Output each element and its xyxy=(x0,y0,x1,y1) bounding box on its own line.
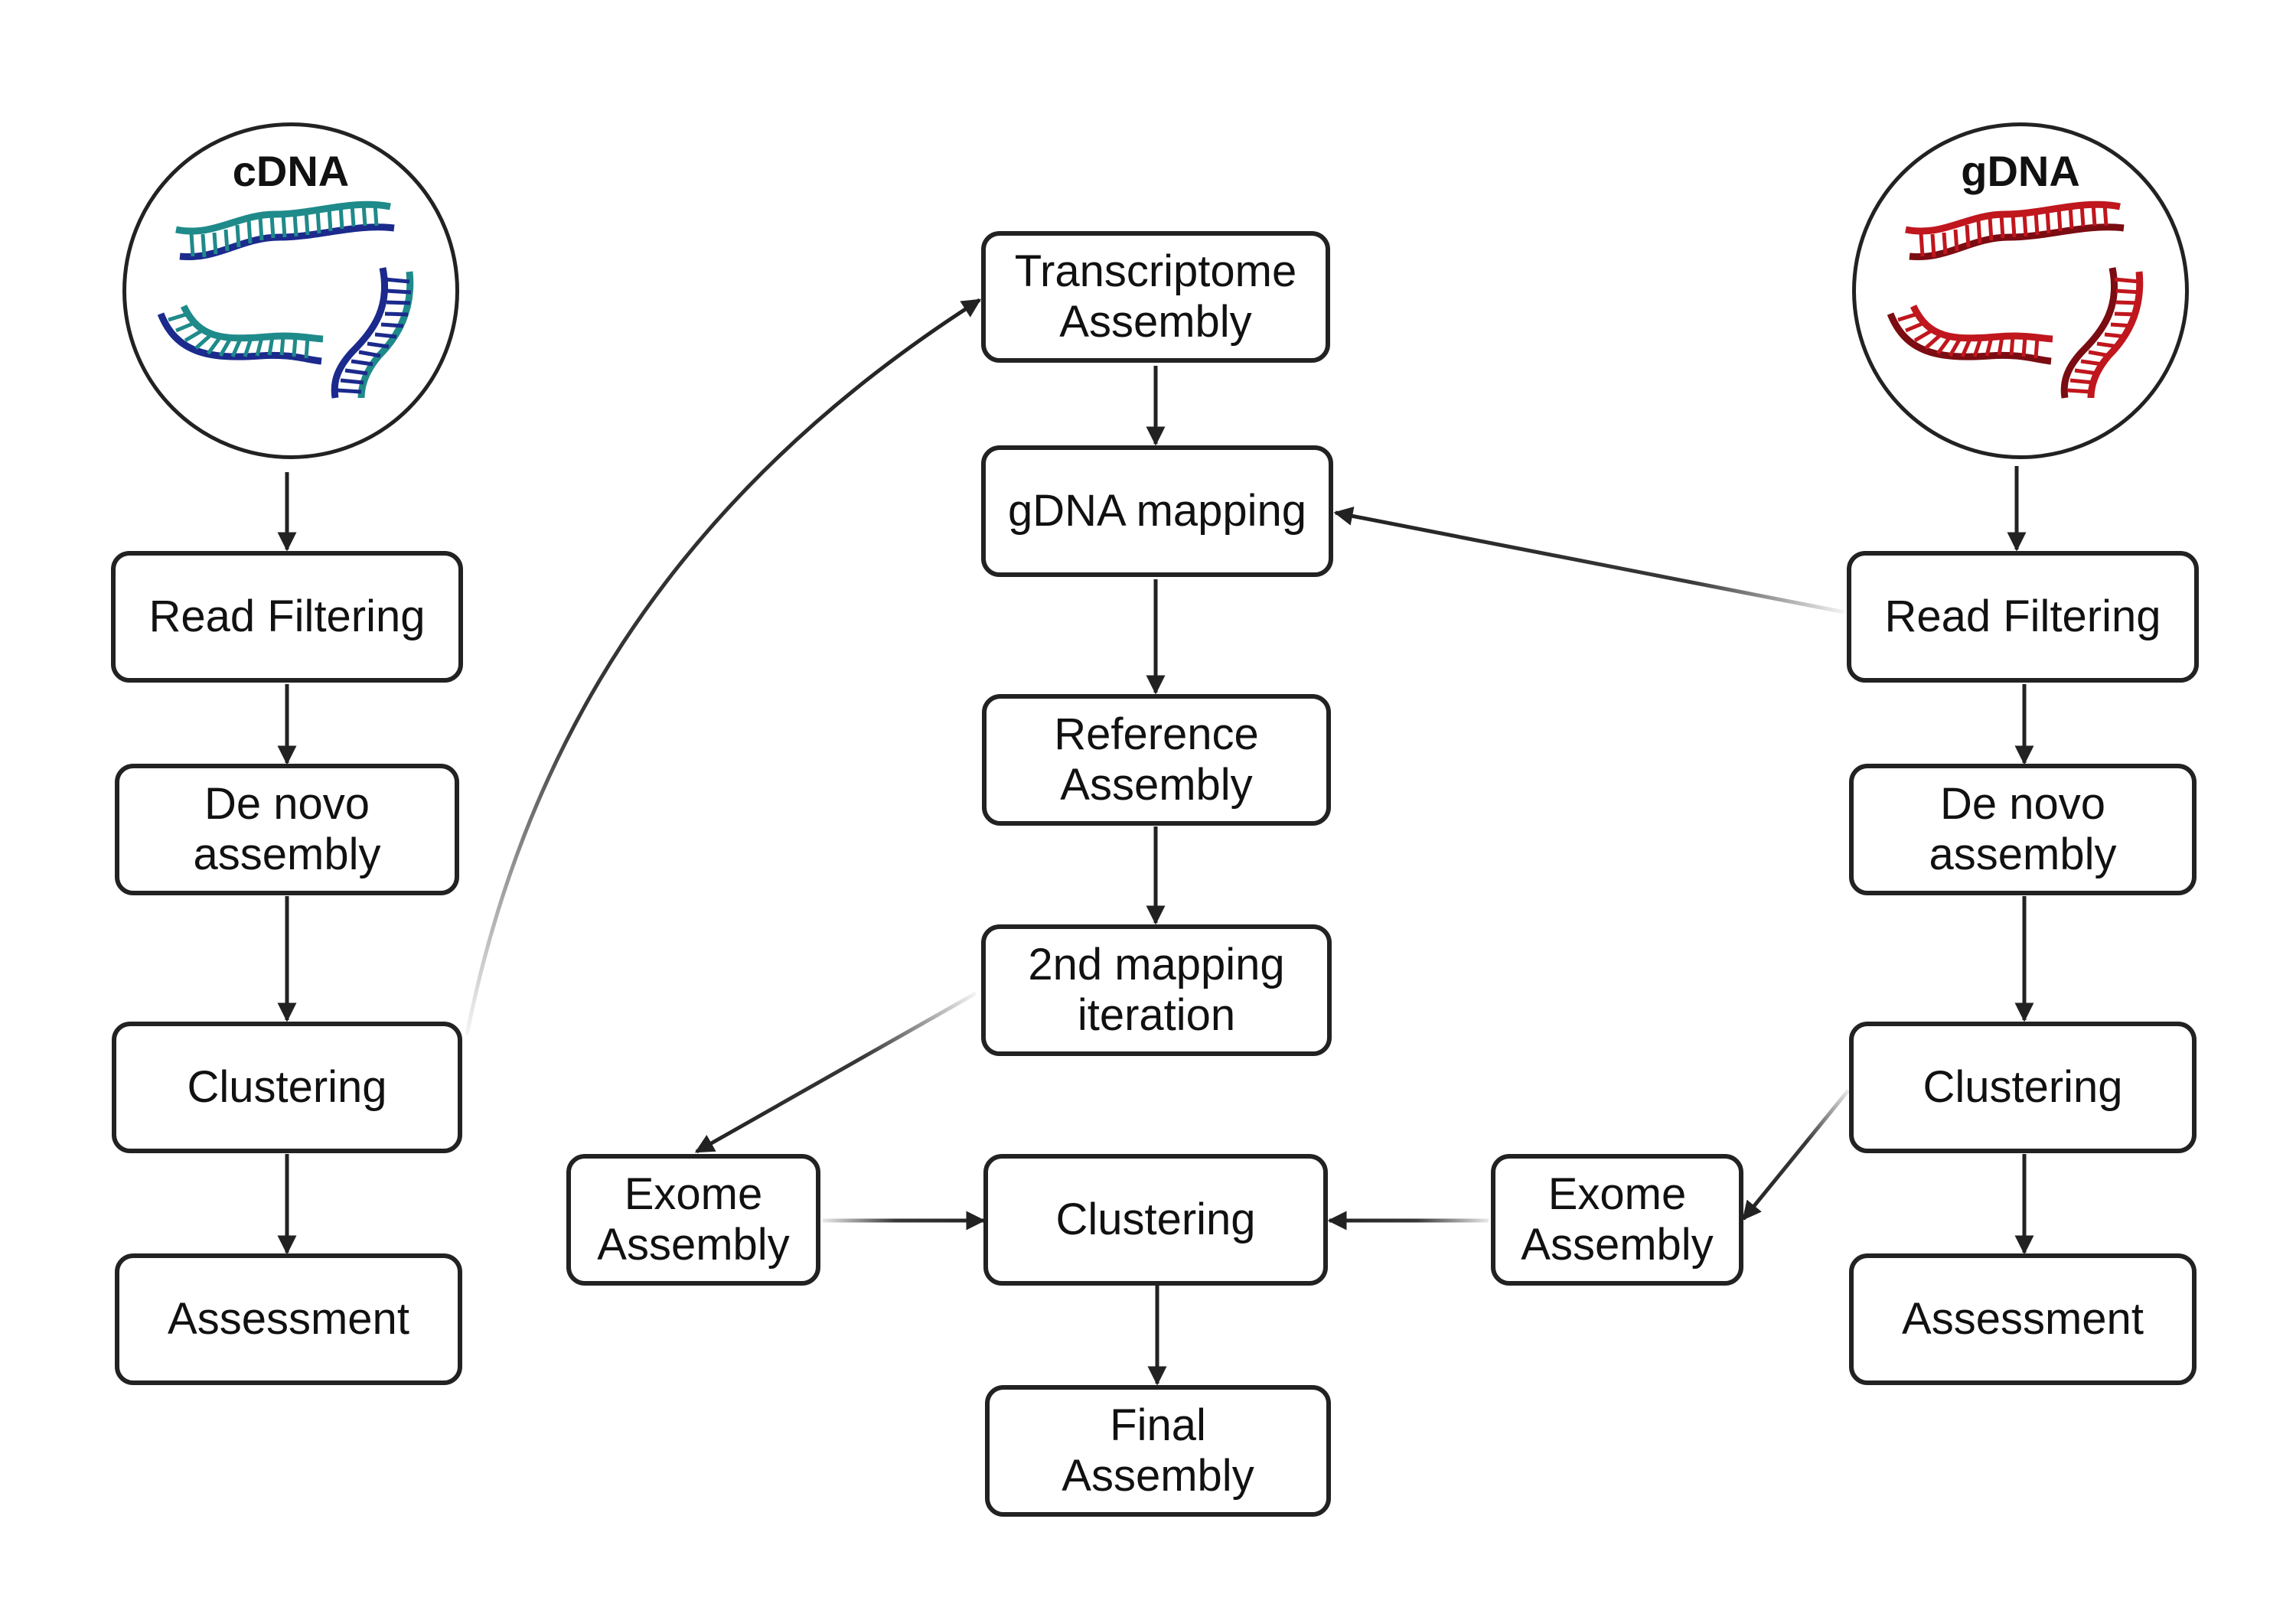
transcriptome-assembly-box: Transcriptome Assembly xyxy=(981,231,1330,363)
gdna-strand-top xyxy=(1905,200,2125,261)
gdna-title: gDNA xyxy=(1961,147,2080,195)
left-de-novo-box: De novo assembly xyxy=(115,764,459,895)
final-assembly-box: Final Assembly xyxy=(985,1385,1331,1517)
arrow-second-mapping-to-exome-left xyxy=(694,991,977,1154)
gdna-strands-icon xyxy=(1887,200,2144,399)
exome-assembly-left-box: Exome Assembly xyxy=(566,1154,820,1286)
right-read-filtering-box: Read Filtering xyxy=(1847,551,2199,683)
left-read-filtering-box: Read Filtering xyxy=(111,551,463,683)
cdna-strand-right xyxy=(331,267,414,399)
exome-assembly-right-box: Exome Assembly xyxy=(1491,1154,1743,1286)
right-assessment-box: Assessment xyxy=(1849,1253,2197,1385)
second-mapping-box: 2nd mapping iteration xyxy=(981,924,1332,1056)
arrow-right-filtering-to-gdna-mapping xyxy=(1333,507,1845,614)
left-clustering-box: Clustering xyxy=(112,1022,462,1153)
right-clustering-box: Clustering xyxy=(1849,1022,2197,1153)
gdna-strand-right xyxy=(2060,267,2144,399)
reference-assembly-box: Reference Assembly xyxy=(982,694,1331,826)
left-assessment-box: Assessment xyxy=(115,1253,462,1385)
cdna-strand-left xyxy=(157,304,324,365)
cdna-source: cDNA xyxy=(122,122,459,459)
arrow-left-clustering-to-transcriptome xyxy=(465,298,982,1035)
gdna-source: gDNA xyxy=(1852,122,2189,459)
center-clustering-box: Clustering xyxy=(983,1154,1328,1286)
cdna-title: cDNA xyxy=(232,147,350,195)
cdna-strand-top xyxy=(175,200,395,261)
arrow-right-clustering-to-exome-right xyxy=(1742,1089,1850,1221)
gdna-mapping-box: gDNA mapping xyxy=(981,445,1333,577)
gdna-strand-left xyxy=(1887,304,2053,365)
cdna-strands-icon xyxy=(157,200,414,399)
right-de-novo-box: De novo assembly xyxy=(1849,764,2197,895)
